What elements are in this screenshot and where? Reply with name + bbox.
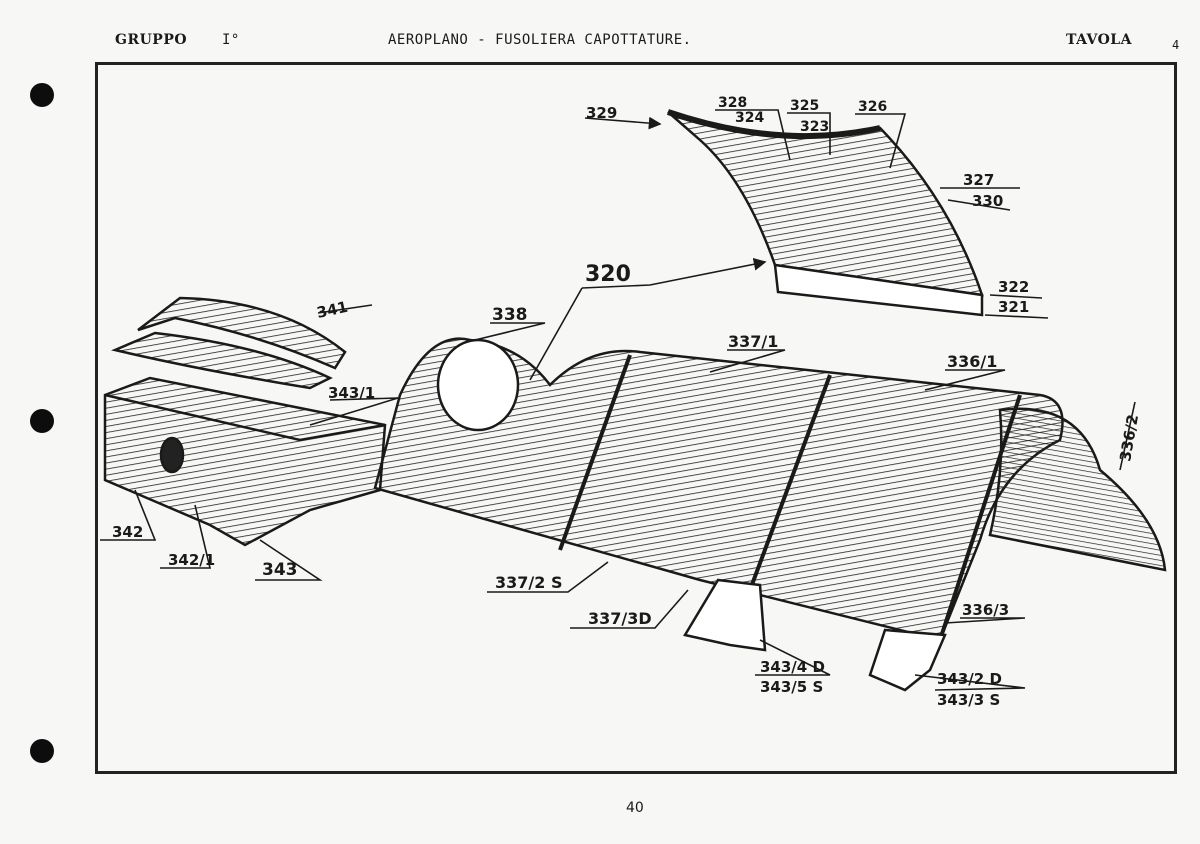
drawing-frame <box>95 62 1177 774</box>
binder-hole-middle <box>30 409 54 433</box>
part-label-343-1: 343/1 <box>328 384 375 402</box>
part-label-321: 321 <box>998 298 1029 316</box>
part-label-342: 342 <box>112 523 143 541</box>
part-label-343-2d: 343/2 D <box>937 670 1002 688</box>
tavola-number: 4 <box>1172 38 1180 52</box>
part-label-341: 341 <box>315 298 349 322</box>
part-label-336-3: 336/3 <box>962 601 1009 619</box>
part-label-342-1: 342/1 <box>168 551 215 569</box>
part-label-327: 327 <box>963 171 994 189</box>
binder-hole-top <box>30 83 54 107</box>
binder-hole-bottom <box>30 739 54 763</box>
part-label-343-5s: 343/5 S <box>760 678 823 696</box>
part-label-326: 326 <box>858 99 887 115</box>
page-number: 40 <box>626 800 644 816</box>
part-label-328: 328 <box>718 95 747 111</box>
part-label-329: 329 <box>586 104 617 122</box>
part-label-325: 325 <box>790 98 819 114</box>
part-label-337-3d: 337/3D <box>588 609 652 628</box>
tank-assembly <box>103 376 387 547</box>
canopy-panel <box>667 109 984 317</box>
part-label-343: 343 <box>262 560 298 580</box>
exhaust-stubs <box>683 578 947 692</box>
part-label-322: 322 <box>998 278 1029 296</box>
part-label-323: 323 <box>800 119 829 135</box>
leader-lines <box>100 109 1136 691</box>
part-label-336-1: 336/1 <box>947 352 997 371</box>
part-label-320: 320 <box>585 262 631 287</box>
part-label-337-2s: 337/2 S <box>495 573 562 592</box>
part-label-336-2: 336/2 <box>1116 413 1142 463</box>
part-label-324: 324 <box>735 110 764 126</box>
part-label-330: 330 <box>972 192 1003 210</box>
part-label-343-4d: 343/4 D <box>760 658 825 676</box>
part-label-343-3s: 343/3 S <box>937 691 1000 709</box>
part-label-338: 338 <box>492 305 528 325</box>
tavola-label: TAVOLA <box>1066 32 1133 48</box>
gruppo-value: I° <box>222 32 240 48</box>
part-label-337-1: 337/1 <box>728 332 778 351</box>
gruppo-label: GRUPPO <box>115 32 188 48</box>
fuselage-cowling <box>373 337 1167 642</box>
page-title: AEROPLANO - FUSOLIERA CAPOTTATURE. <box>388 32 692 48</box>
side-panels <box>110 296 347 390</box>
